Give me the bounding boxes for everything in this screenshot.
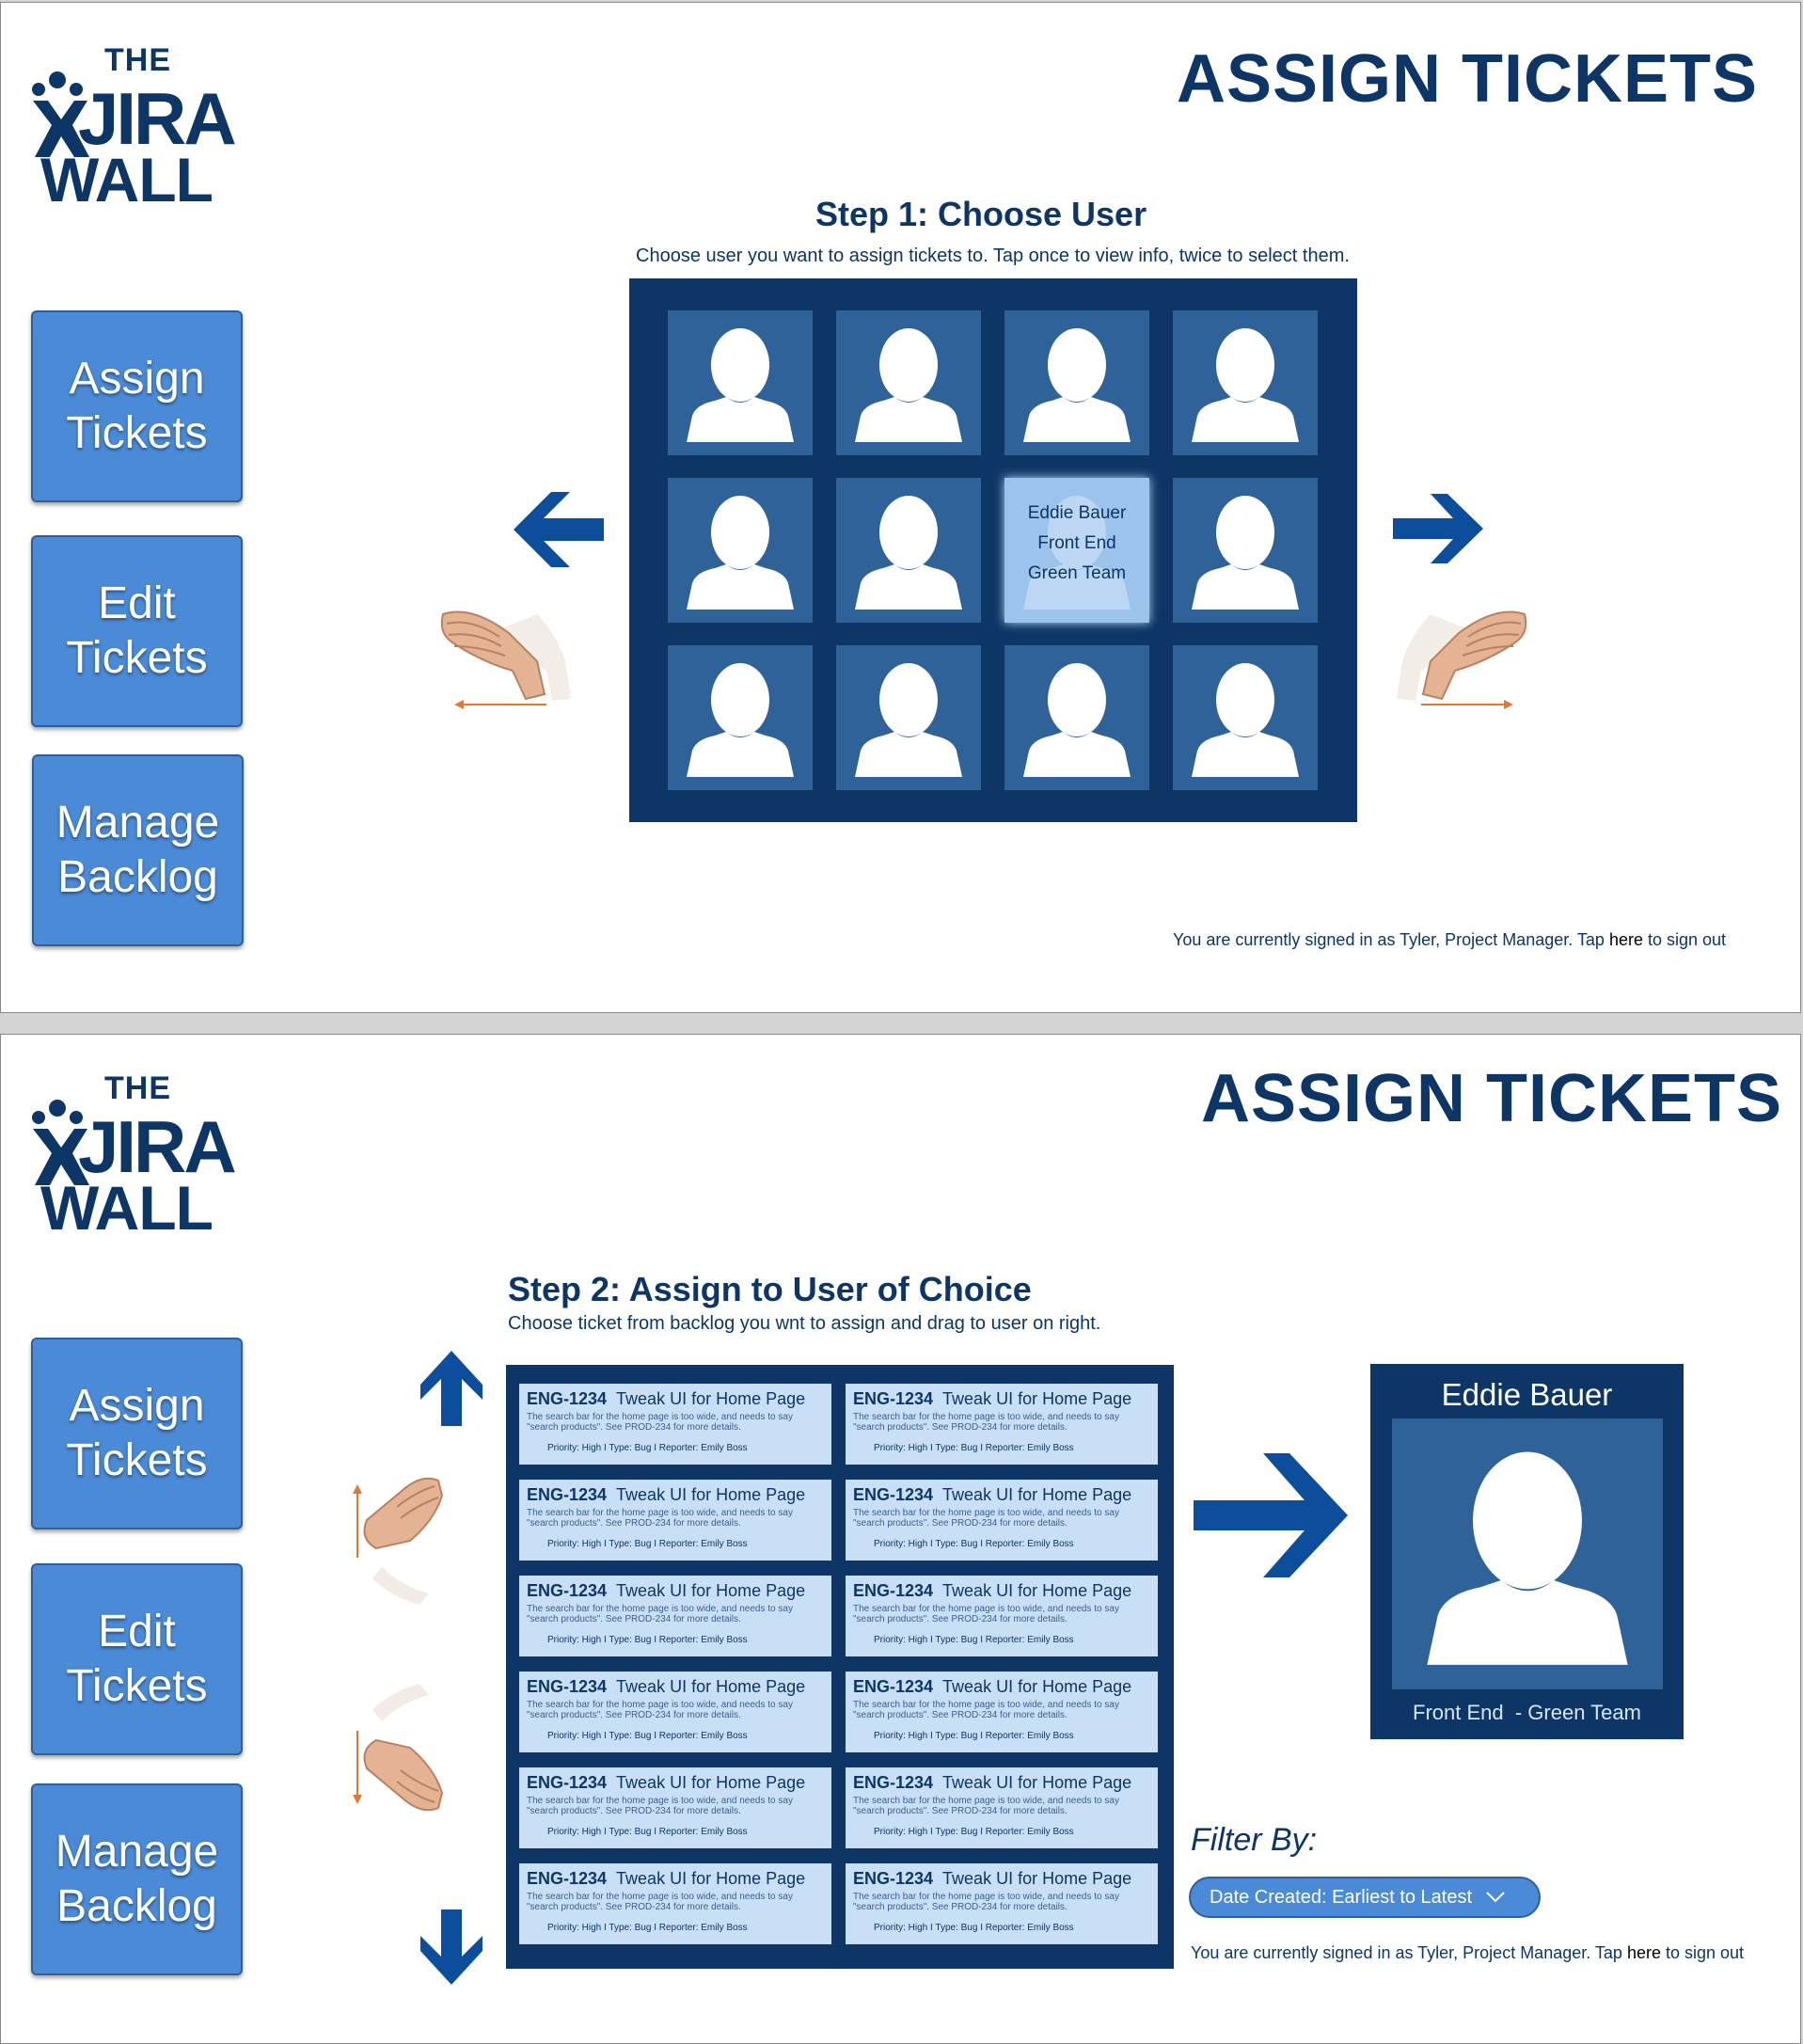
- arrow-down-icon[interactable]: [420, 1909, 482, 1985]
- sign-out-link[interactable]: here: [1608, 930, 1643, 949]
- user-tile[interactable]: [668, 310, 813, 455]
- swipe-hand-icon: [353, 1477, 444, 1605]
- swipe-hand-icon: [440, 610, 571, 709]
- swipe-hand-icon: [1397, 610, 1527, 709]
- user-avatar-icon: [687, 496, 794, 610]
- selected-user-group: Green Team: [1027, 563, 1127, 583]
- selected-user-name: Eddie Bauer: [1027, 503, 1127, 523]
- selected-user-card[interactable]: Eddie Bauer Front End - Green Team: [1370, 1364, 1684, 1739]
- step-subtitle: Choose ticket from backlog you wnt to as…: [508, 1313, 1101, 1334]
- step-subtitle: Choose user you want to assign tickets t…: [636, 246, 1350, 266]
- arrow-left-icon[interactable]: [514, 492, 604, 567]
- nav-assign-tickets-button[interactable]: Assign Tickets: [31, 1338, 243, 1529]
- user-tile[interactable]: [1004, 645, 1149, 790]
- logo-the: THE: [104, 42, 171, 78]
- chevron-down-icon: [1486, 1892, 1505, 1903]
- user-avatar-icon: [1023, 663, 1131, 777]
- signin-status: You are currently signed in as Tyler, Pr…: [1173, 930, 1727, 949]
- jira-wall-logo: THE JIRA WALL: [29, 1070, 255, 1243]
- jira-wall-logo: THE JIRA WALL: [29, 42, 255, 214]
- user-avatar-icon: [855, 496, 962, 610]
- nav-edit-tickets-button[interactable]: Edit Tickets: [31, 535, 243, 727]
- user-tile[interactable]: [668, 478, 813, 623]
- sign-out-link[interactable]: here: [1626, 1943, 1661, 1962]
- logo-jira: JIRA: [78, 77, 237, 160]
- nav-manage-backlog-button[interactable]: Manage Backlog: [32, 754, 244, 946]
- step-title: Step 2: Assign to User of Choice: [508, 1270, 1032, 1308]
- logo-the: THE: [104, 1070, 171, 1106]
- logo-mark-icon: [32, 71, 89, 157]
- user-tile[interactable]: [836, 645, 981, 790]
- filter-dropdown[interactable]: Date Created: Earliest to Latest: [1189, 1877, 1541, 1918]
- logo-wall: WALL: [40, 1173, 214, 1243]
- user-tile[interactable]: [836, 310, 981, 455]
- user-avatar-icon: [1192, 328, 1299, 442]
- selected-user-team: Front End - Green Team: [1413, 1701, 1641, 1724]
- user-avatar-icon: [1427, 1451, 1628, 1665]
- step-title: Step 1: Choose User: [815, 195, 1147, 233]
- selected-user-name: Eddie Bauer: [1441, 1377, 1613, 1412]
- nav-manage-backlog-button[interactable]: Manage Backlog: [31, 1783, 243, 1975]
- signin-status: You are currently signed in as Tyler, Pr…: [1191, 1943, 1745, 1962]
- user-avatar-icon: [687, 328, 794, 442]
- user-avatar-icon: [1023, 328, 1131, 442]
- logo-jira: JIRA: [78, 1105, 237, 1188]
- user-tile-selected[interactable]: Eddie Bauer Front End Green Team: [1004, 478, 1149, 623]
- filter-value: Date Created: Earliest to Latest: [1210, 1886, 1473, 1908]
- user-grid: Eddie Bauer Front End Green Team: [629, 278, 1357, 822]
- user-tile[interactable]: [1173, 478, 1318, 623]
- arrow-up-icon[interactable]: [420, 1351, 482, 1426]
- user-tile[interactable]: [1173, 310, 1318, 455]
- selected-user-photo: [1392, 1418, 1663, 1689]
- user-avatar-icon: [687, 663, 794, 777]
- page-title: ASSIGN TICKETS: [1177, 41, 1759, 117]
- user-tile[interactable]: [836, 478, 981, 623]
- user-tile[interactable]: [1004, 310, 1149, 455]
- nav-assign-tickets-button[interactable]: Assign Tickets: [31, 310, 243, 502]
- page-title: ASSIGN TICKETS: [1201, 1061, 1783, 1136]
- filter-label: Filter By:: [1191, 1822, 1318, 1858]
- logo-wall: WALL: [40, 145, 214, 214]
- arrow-right-icon[interactable]: [1393, 494, 1483, 563]
- nav-edit-tickets-button[interactable]: Edit Tickets: [31, 1563, 243, 1755]
- user-avatar-icon: [1023, 496, 1131, 610]
- user-avatar-icon: [855, 663, 962, 777]
- swipe-hand-icon: [353, 1684, 444, 1812]
- selected-user-team: Front End: [1037, 533, 1116, 553]
- user-avatar-icon: [855, 328, 962, 442]
- user-tile[interactable]: [1173, 645, 1318, 790]
- user-tile[interactable]: [668, 645, 813, 790]
- user-avatar-icon: [1192, 663, 1299, 777]
- screen-step2: THE JIRA WALL ASSIGN TICKETS Assign Tick…: [0, 1034, 1801, 2044]
- user-avatar-icon: [1192, 496, 1299, 610]
- screen-step1: THE JIRA WALL ASSIGN TICKETS Assign Tick…: [0, 2, 1801, 1013]
- selected-user-info: Eddie Bauer Front End Green Team: [1004, 499, 1149, 589]
- arrow-right-icon: [1194, 1453, 1348, 1577]
- logo-mark-icon: [32, 1100, 89, 1185]
